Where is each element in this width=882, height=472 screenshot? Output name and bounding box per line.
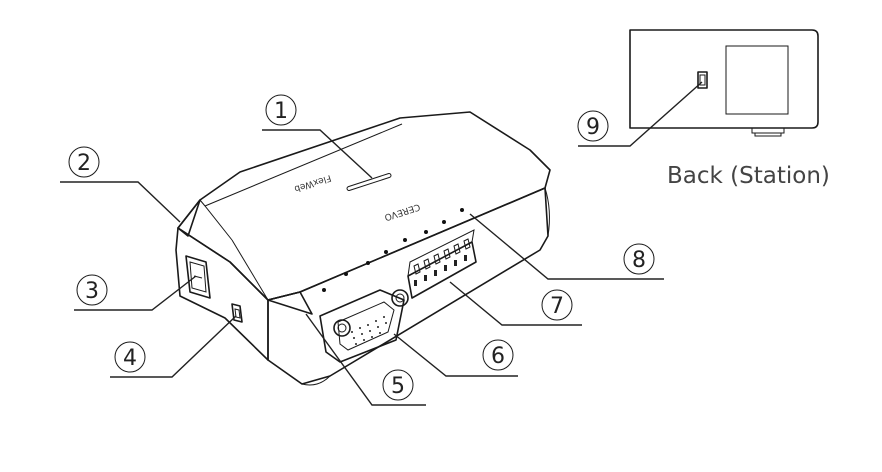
callout-3: 3 bbox=[74, 274, 197, 311]
brand-label: CEREVO bbox=[383, 201, 421, 222]
svg-text:1: 1 bbox=[274, 99, 288, 124]
led-indicators bbox=[322, 208, 464, 292]
small-port bbox=[231, 303, 243, 323]
svg-text:9: 9 bbox=[586, 115, 600, 140]
svg-text:7: 7 bbox=[550, 294, 564, 319]
callout-8: 8 bbox=[469, 213, 664, 280]
ethernet-port bbox=[185, 255, 211, 299]
top-slot bbox=[346, 173, 392, 191]
terminal-block bbox=[407, 229, 477, 299]
back-station-label: Back (Station) bbox=[667, 163, 830, 189]
callout-6: 6 bbox=[393, 333, 518, 377]
callout-5: 5 bbox=[305, 313, 426, 406]
device-body bbox=[175, 111, 551, 386]
svg-text:3: 3 bbox=[85, 279, 99, 304]
callout-7: 7 bbox=[449, 281, 582, 326]
callout-9: 9 bbox=[577, 81, 703, 147]
svg-text:8: 8 bbox=[632, 248, 646, 273]
vga-connector bbox=[319, 289, 409, 363]
svg-text:6: 6 bbox=[491, 344, 505, 369]
top-label: FlexWeb bbox=[293, 172, 333, 193]
svg-text:4: 4 bbox=[123, 346, 137, 371]
callout-1: 1 bbox=[262, 94, 373, 179]
callout-4: 4 bbox=[110, 315, 237, 378]
back-station-panel bbox=[629, 29, 819, 137]
callout-2: 2 bbox=[60, 146, 181, 223]
svg-text:2: 2 bbox=[77, 151, 91, 176]
svg-text:5: 5 bbox=[391, 374, 405, 399]
